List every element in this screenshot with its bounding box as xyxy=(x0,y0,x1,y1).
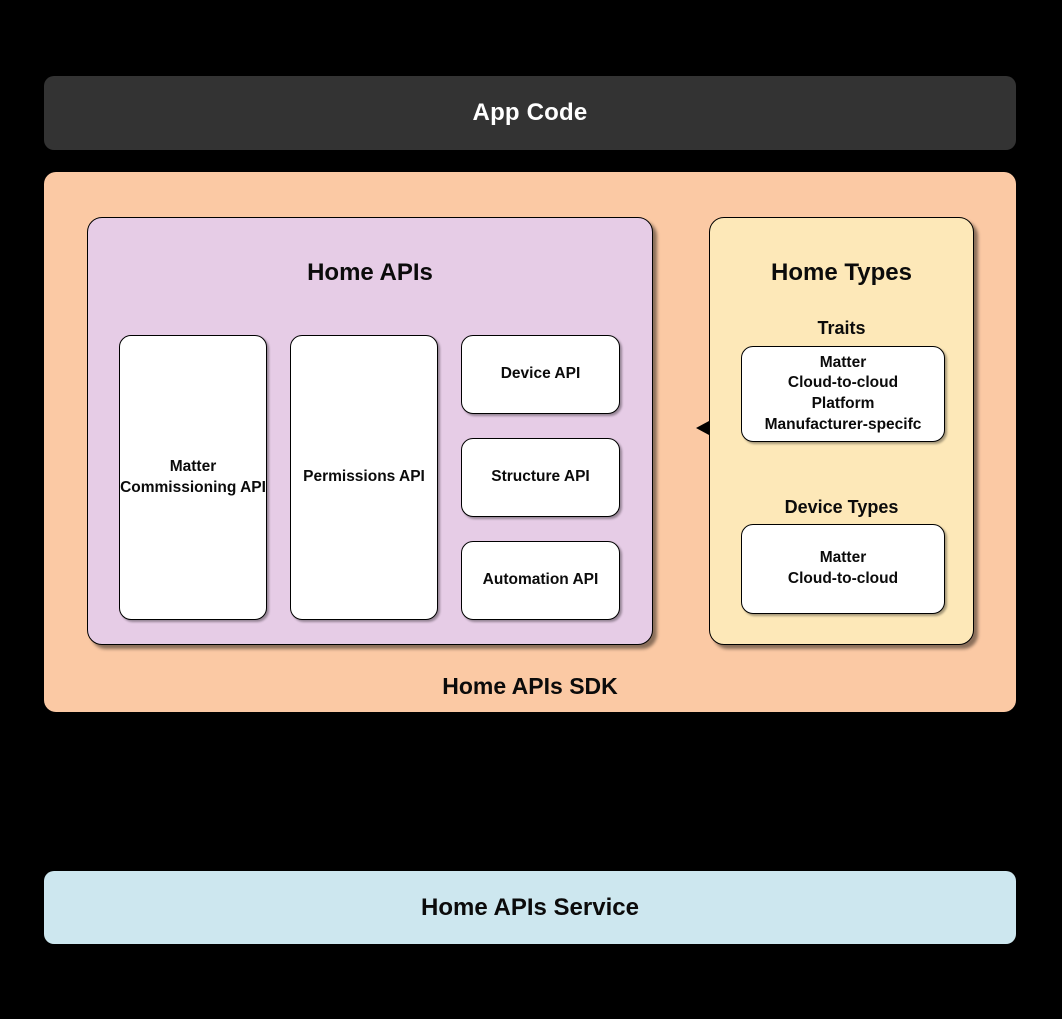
device-types-box: Matter Cloud-to-cloud xyxy=(741,524,945,614)
permissions-api-box: Permissions API xyxy=(290,335,438,620)
traits-line-manufacturer-specific: Manufacturer-specifc xyxy=(764,415,922,433)
device-types-heading: Device Types xyxy=(784,497,899,517)
home-apis-box-grid: Matter Commissioning API Permissions API… xyxy=(119,335,623,620)
home-apis-service-banner: Home APIs Service xyxy=(44,871,1016,944)
device-types-line-cloud-to-cloud: Cloud-to-cloud xyxy=(787,570,899,587)
home-types-panel: Home Types Traits Matter Cloud-to-cloud … xyxy=(709,217,974,645)
home-types-title: Home Types xyxy=(771,259,912,286)
structure-api-box: Structure API xyxy=(461,438,620,517)
app-code-banner: App Code xyxy=(44,76,1016,150)
home-apis-panel: Home APIs Matter Commissioning API Permi… xyxy=(87,217,653,645)
traits-heading: Traits xyxy=(817,318,866,338)
home-apis-sdk-container: Home APIs Matter Commissioning API Permi… xyxy=(44,172,1016,712)
automation-api-box: Automation API xyxy=(461,541,620,620)
home-apis-service-label: Home APIs Service xyxy=(421,893,639,921)
home-apis-title: Home APIs xyxy=(307,259,433,286)
traits-line-cloud-to-cloud: Cloud-to-cloud xyxy=(787,374,899,392)
matter-commissioning-api-box: Matter Commissioning API xyxy=(119,335,267,620)
traits-line-platform: Platform xyxy=(811,395,875,412)
home-apis-sdk-label: Home APIs SDK xyxy=(442,673,618,699)
traits-box: Matter Cloud-to-cloud Platform Manufactu… xyxy=(741,346,945,442)
api-box-stack: Device API Structure API Automation API xyxy=(461,335,620,620)
traits-line-matter: Matter xyxy=(819,353,867,371)
device-types-line-matter: Matter xyxy=(819,549,867,567)
app-code-label: App Code xyxy=(472,99,588,126)
device-api-box: Device API xyxy=(461,335,620,414)
